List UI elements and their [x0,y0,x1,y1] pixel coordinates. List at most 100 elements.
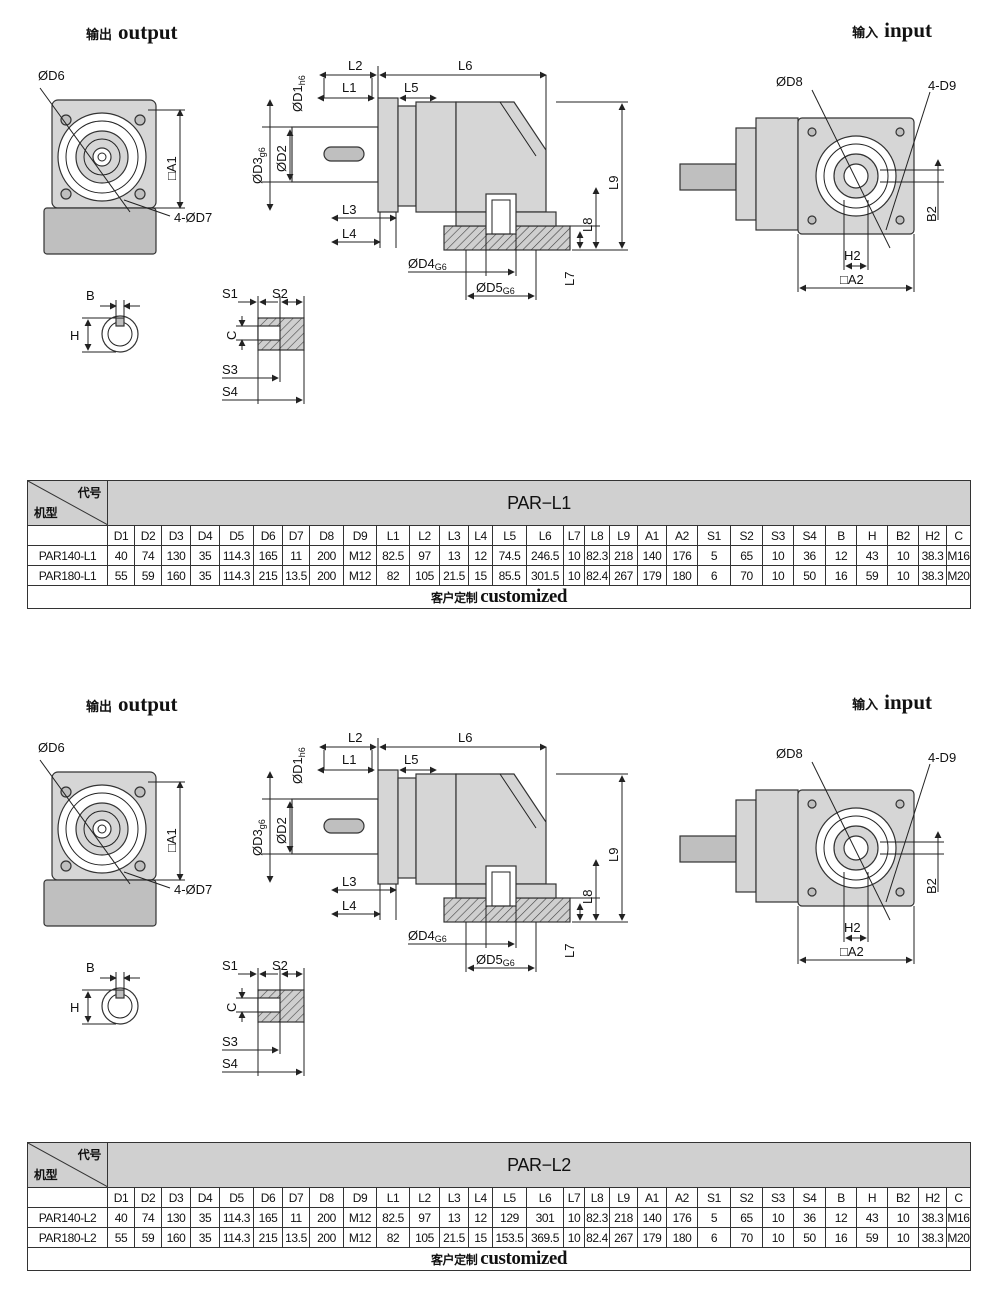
table-cell: 200 [309,1227,344,1248]
table-cell: 180 [666,565,698,586]
column-header: L5 [492,1187,527,1208]
table-cell: 153.5 [492,1227,527,1248]
label-l4: L4 [342,898,356,913]
table-cell: 82.3 [584,545,610,566]
table-cell: 10 [762,1227,794,1248]
table-cell: 35 [190,1227,220,1248]
column-header: H [856,1187,888,1208]
label-h2: H2 [844,920,861,935]
column-header: H2 [918,1187,947,1208]
table-cell: 65 [730,545,763,566]
column-header: L9 [609,525,638,546]
table-cell: 6 [697,1227,731,1248]
column-header: L4 [468,1187,493,1208]
label-od5: ØD5G6 [476,952,515,968]
label-l8: L8 [580,218,595,232]
label-l8: L8 [580,890,595,904]
column-header: S4 [793,1187,826,1208]
corner-model-label: 机型 [34,506,58,520]
label-l1: L1 [342,80,356,95]
label-od1: ØD1h6 [290,747,307,784]
column-header: A1 [637,525,667,546]
table-cell: 105 [409,565,440,586]
customized-note: 客户定制 customized [26,1247,972,1271]
column-header: L8 [584,525,610,546]
table-cell: 179 [637,565,667,586]
label-b: B [86,288,95,303]
label-l1: L1 [342,752,356,767]
table-corner: 代号 机型 [27,1142,108,1188]
table-cell: 43 [856,545,888,566]
customized-note: 客户定制 customized [26,585,972,609]
table-cell: 40 [107,545,135,566]
label-l5: L5 [404,752,418,767]
table-cell: 11 [282,1207,310,1228]
column-header: D2 [134,1187,162,1208]
table-cell: 114.3 [219,1227,254,1248]
label-a2: □A2 [840,272,864,287]
table-cell: 97 [409,1207,440,1228]
customized-en: customized [480,1248,568,1270]
customized-en: customized [480,586,568,608]
column-header: D5 [219,525,254,546]
table-cell: 10 [563,565,585,586]
table-cell: 35 [190,565,220,586]
output-side-view: L2 L1 L5 L6 ØD1h6 ØD3g6 ØD2 L9 L8 L7 L3 … [250,58,628,300]
row-model-name: PAR140-L1 [27,545,108,566]
column-header: L2 [409,525,440,546]
table-cell: 59 [856,565,888,586]
column-header: D3 [161,1187,191,1208]
table-cell: 43 [856,1207,888,1228]
label-l5: L5 [404,80,418,95]
table-cell: 82.3 [584,1207,610,1228]
row-model-name: PAR180-L1 [27,565,108,586]
label-c: C [224,1003,239,1012]
label-l3: L3 [342,874,356,889]
column-header: D1 [107,525,135,546]
column-header: L6 [526,525,564,546]
table-cell: 65 [730,1207,763,1228]
input-view: ØD8 4-D9 B2 H2 □A2 [679,74,956,292]
table-cell: 50 [793,565,826,586]
table-cell: 59 [134,1227,162,1248]
table-cell: 218 [609,1207,638,1228]
table-cell: 35 [190,1207,220,1228]
label-s2: S2 [272,286,288,301]
table-cell: 5 [697,1207,731,1228]
table-cell: M12 [343,1207,377,1228]
table-cell: 369.5 [526,1227,564,1248]
table-cell: 50 [793,1227,826,1248]
column-header: L6 [526,1187,564,1208]
column-header: D3 [161,525,191,546]
table-cell: 176 [666,545,698,566]
table-cell: 301.5 [526,565,564,586]
row-header-blank [27,1187,108,1208]
table-cell: 10 [887,1207,919,1228]
table-cell: 59 [856,1227,888,1248]
table-cell: 200 [309,565,344,586]
table-cell: 130 [161,1207,191,1228]
label-s4: S4 [222,384,238,399]
label-s1: S1 [222,958,238,973]
label-s3: S3 [222,1034,238,1049]
table-cell: 114.3 [219,1207,254,1228]
column-header: D2 [134,525,162,546]
table-cell: M12 [343,545,377,566]
column-header: A2 [666,525,698,546]
column-header: L1 [376,1187,410,1208]
input-caption-en: input [884,18,932,42]
label-a1: □A1 [164,156,179,180]
label-l2: L2 [348,730,362,745]
column-header: D5 [219,1187,254,1208]
table-cell: 82.4 [584,1227,610,1248]
table-cell: 13.5 [282,565,310,586]
column-header: B2 [887,1187,919,1208]
label-od7: 4-ØD7 [174,210,212,225]
label-b2: B2 [924,878,939,894]
table-cell: 74 [134,545,162,566]
table-cell: 246.5 [526,545,564,566]
